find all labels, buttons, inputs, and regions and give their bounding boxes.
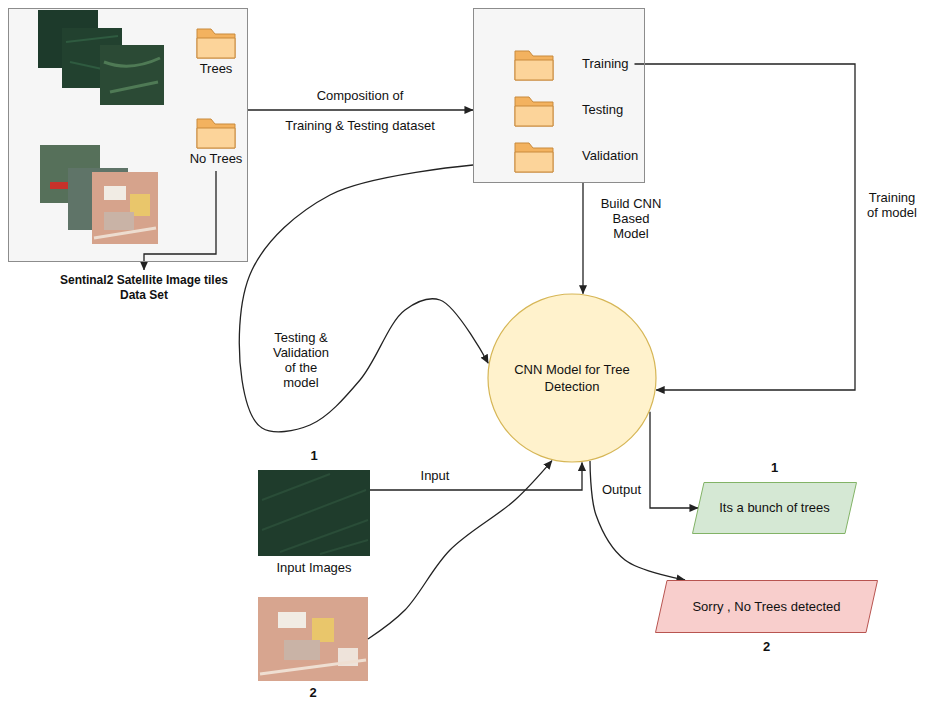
output-box: Sorry , No Trees detected2 xyxy=(655,580,878,633)
input-image: 1Input Images xyxy=(258,470,370,556)
edge-label: Output xyxy=(602,482,648,497)
folder-back xyxy=(515,97,553,126)
connector-arrow xyxy=(650,412,698,508)
tile-texture xyxy=(278,612,306,628)
tile-texture xyxy=(104,58,160,92)
connector-arrow xyxy=(590,461,685,580)
node-text: Its a bunch of trees xyxy=(719,500,830,516)
folder-item: Testing xyxy=(514,93,623,127)
folder-back xyxy=(197,29,235,58)
connector-arrow xyxy=(144,171,216,270)
folder-icon xyxy=(514,47,554,81)
satellite-tile xyxy=(92,172,158,244)
folder-icon xyxy=(196,115,236,149)
input-image-art xyxy=(258,470,370,556)
connector-arrow xyxy=(634,64,855,390)
folder-front xyxy=(197,128,235,148)
tile-texture xyxy=(312,618,334,642)
folder-back xyxy=(515,143,553,172)
connector-arrow xyxy=(248,109,473,110)
connector-arrow xyxy=(370,462,582,490)
node-text: CNN Model for Tree Detection xyxy=(507,361,637,395)
edge-label: Testing & Validation of the model xyxy=(266,330,336,390)
free-label: Training & Testing dataset xyxy=(265,118,455,133)
folder-front xyxy=(515,60,553,80)
node-text: Training xyxy=(582,56,628,72)
node-text: Trees xyxy=(200,61,233,77)
dataset-panel: TrainingTestingValidation xyxy=(473,8,645,183)
folder-front xyxy=(515,152,553,172)
connector-arrow xyxy=(368,461,552,639)
panel-heading: Sentinal2 Satellite Image tiles Data Set xyxy=(56,273,232,303)
tile-texture xyxy=(262,474,368,554)
circle-shape xyxy=(488,294,656,462)
callout-number: 2 xyxy=(258,685,368,700)
callout-number: 1 xyxy=(258,448,370,463)
parallelogram-shape xyxy=(693,483,857,534)
folder-icon xyxy=(514,93,554,127)
folder-item: Trees xyxy=(196,25,236,77)
tile-texture xyxy=(94,228,156,238)
panel-ground xyxy=(473,8,645,183)
folder-front xyxy=(515,106,553,126)
connector-arrow xyxy=(582,183,583,294)
edge-label: Input xyxy=(412,468,458,483)
connector-arrow xyxy=(239,165,488,432)
input-image-art xyxy=(258,597,368,681)
callout-number: 2 xyxy=(655,639,878,654)
edge-label: Composition of xyxy=(300,88,420,103)
circle-outline xyxy=(487,293,657,463)
node-text: Sorry , No Trees detected xyxy=(692,599,840,615)
edge-label: Build CNN Based Model xyxy=(598,196,664,241)
folder-back xyxy=(197,119,235,148)
tile-texture xyxy=(284,640,320,660)
node-text: Validation xyxy=(582,148,638,164)
node-text: Input Images xyxy=(248,560,380,575)
callout-number: 1 xyxy=(692,460,857,475)
node-text: No Trees xyxy=(190,151,243,167)
tile-texture xyxy=(104,212,134,230)
folder-item: Training xyxy=(514,47,628,81)
output-box: 1Its a bunch of trees xyxy=(692,482,857,534)
folder-item: No Trees xyxy=(190,115,243,167)
dataset-panel: TreesNo TreesSentinal2 Satellite Image t… xyxy=(8,8,248,262)
model-circle: CNN Model for Tree Detection xyxy=(487,293,657,463)
satellite-tile xyxy=(100,45,164,105)
node-text: Testing xyxy=(582,102,623,118)
parallelogram-shape xyxy=(656,581,878,633)
input-image: 2 xyxy=(258,597,368,681)
folder-front xyxy=(197,38,235,58)
edge-label: Training of model xyxy=(862,190,922,220)
panel-ground xyxy=(8,8,248,262)
folder-icon xyxy=(514,139,554,173)
tile-texture xyxy=(104,186,126,200)
folder-back xyxy=(515,51,553,80)
tile-texture xyxy=(260,660,366,674)
folder-item: Validation xyxy=(514,139,638,173)
folder-icon xyxy=(196,25,236,59)
